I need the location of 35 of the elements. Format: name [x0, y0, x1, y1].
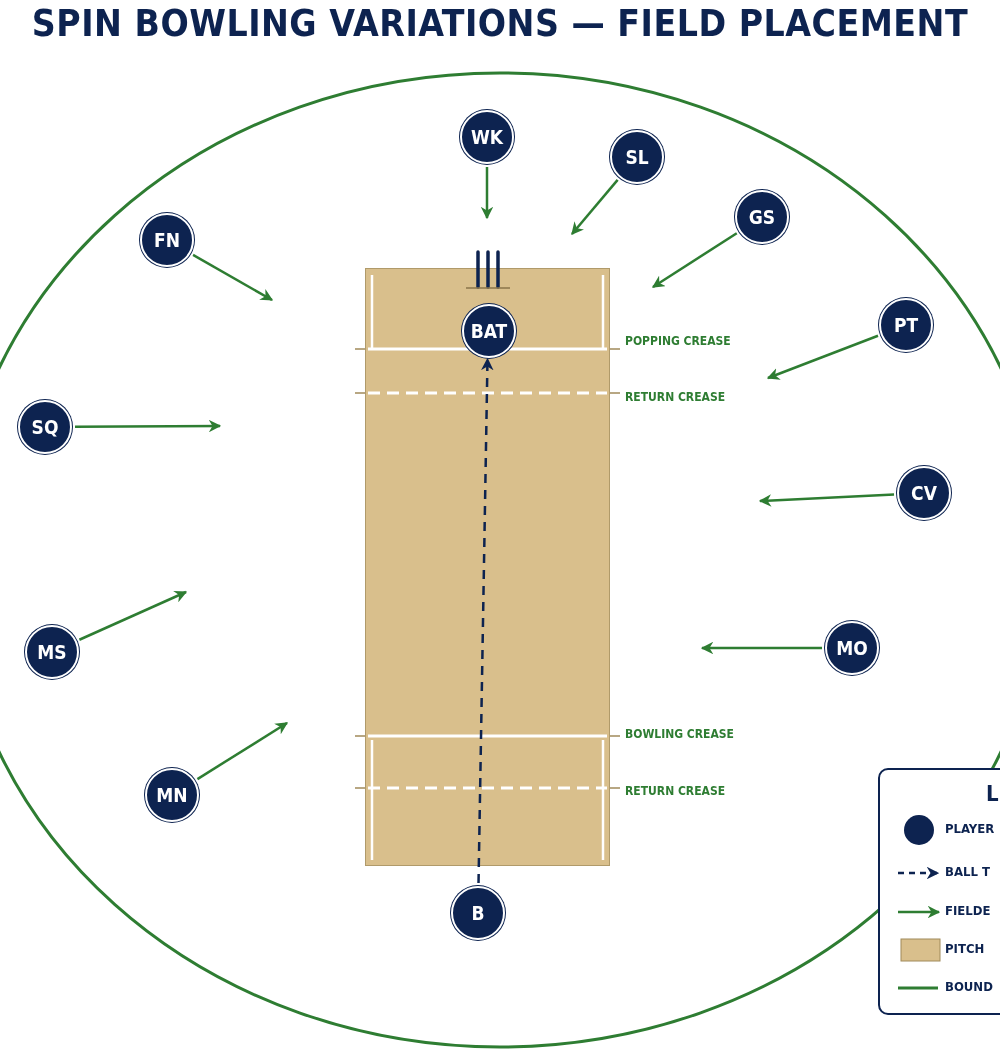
player-marker: FN	[140, 213, 194, 267]
crease-label: RETURN CREASE	[625, 784, 726, 798]
crease-label: BOWLING CREASE	[625, 727, 734, 741]
player-marker: CV	[897, 466, 951, 520]
legend-label: FIELDE	[945, 903, 991, 918]
player-marker: PT	[879, 298, 933, 352]
fielder-movement-arrow	[571, 179, 619, 235]
fielder-movement-arrow	[75, 419, 222, 433]
player-marker: SL	[610, 130, 664, 184]
legend-label: BALL T	[945, 864, 990, 879]
fielder-movement-arrow	[480, 167, 494, 220]
player-marker: B	[451, 886, 505, 940]
player-marker: MO	[825, 621, 879, 675]
fielder-movement-arrow	[766, 334, 879, 380]
fielder-movement-arrow	[196, 721, 289, 781]
crease-label: RETURN CREASE	[625, 390, 726, 404]
crease-label: POPPING CREASE	[625, 334, 731, 348]
legend-title: L	[986, 781, 999, 806]
ball-path-arrow	[477, 357, 494, 884]
player-marker: MN	[145, 768, 199, 822]
player-marker: SQ	[18, 400, 72, 454]
player-marker: MS	[25, 625, 79, 679]
fielder-movement-arrow	[700, 641, 822, 655]
fielder-movement-arrow	[78, 590, 188, 641]
player-marker: GS	[735, 190, 789, 244]
fielder-movement-arrow	[651, 232, 738, 289]
legend-label: BOUND	[945, 979, 993, 994]
pitch	[365, 268, 610, 866]
fielder-movement-arrow	[758, 493, 895, 507]
legend-label: PLAYER	[945, 821, 995, 836]
player-marker: WK	[460, 110, 514, 164]
legend-label: PITCH	[945, 941, 985, 956]
player-marker: BAT	[462, 304, 516, 358]
fielder-movement-arrow	[192, 253, 274, 302]
title: SPIN BOWLING VARIATIONS — FIELD PLACEMENT	[30, 2, 970, 45]
